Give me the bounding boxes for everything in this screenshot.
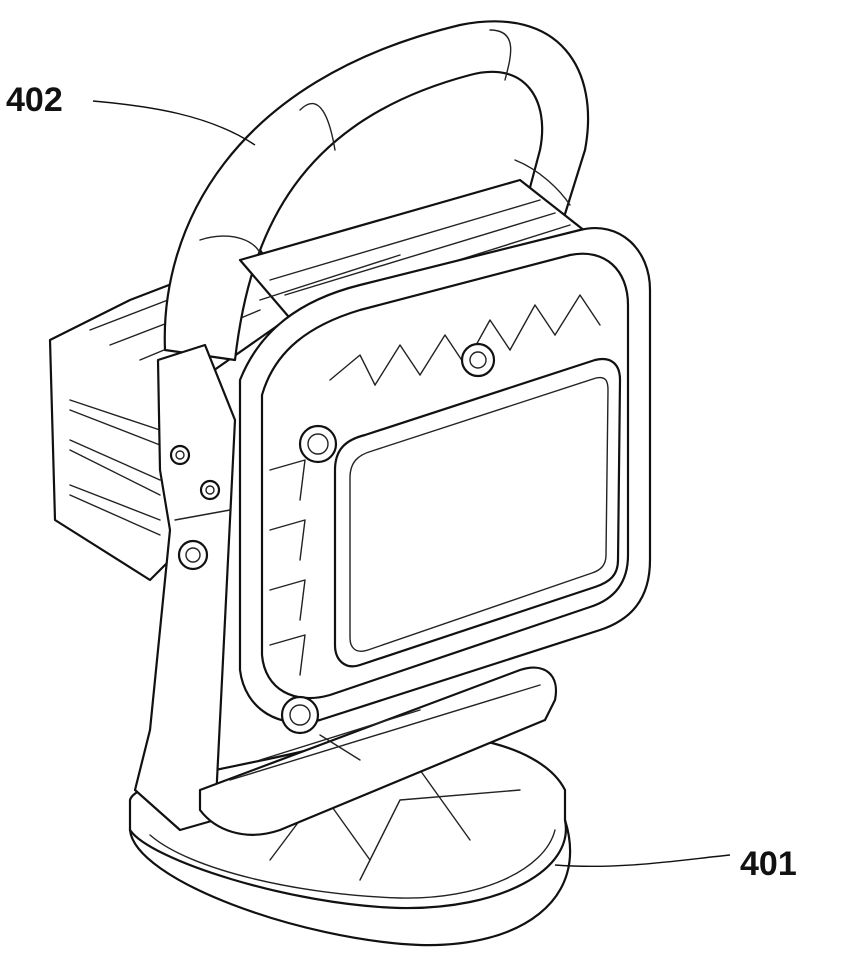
- leader-line-402: [93, 101, 255, 145]
- leader-line-401: [555, 855, 730, 866]
- callout-402: 402: [6, 81, 63, 119]
- callout-401: 401: [740, 845, 797, 883]
